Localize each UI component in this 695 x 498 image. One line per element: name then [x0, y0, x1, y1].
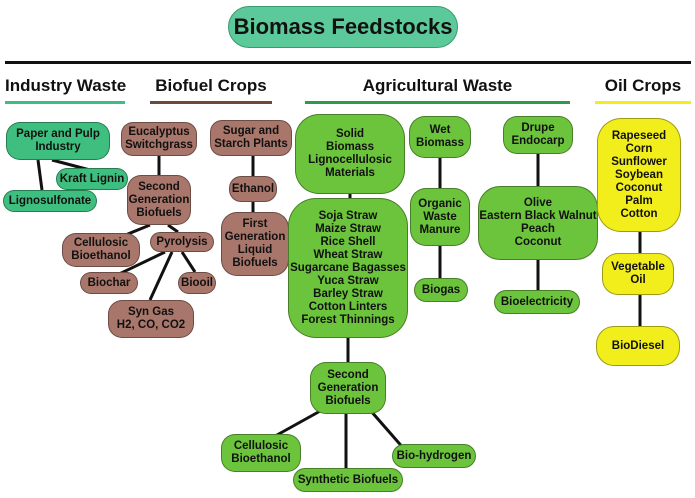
node-second-generation-biofuels-agr: Second Generation Biofuels: [310, 362, 386, 414]
node-straw-list: Soja Straw Maize Straw Rice Shell Wheat …: [288, 198, 408, 338]
node-olive-list: Olive Eastern Black Walnut Peach Coconut: [478, 186, 598, 260]
node-oil-crop-list: Rapeseed Corn Sunflower Soybean Coconut …: [597, 118, 681, 232]
node-pyrolysis: Pyrolysis: [150, 232, 214, 252]
header-divider: [5, 61, 691, 64]
node-biochar: Biochar: [80, 272, 138, 294]
node-cellulosic-bioethanol-agr: Cellulosic Bioethanol: [221, 434, 301, 472]
node-synthetic-biofuels: Synthetic Biofuels: [293, 468, 403, 492]
node-paper-pulp-industry: Paper and Pulp Industry: [6, 122, 110, 160]
node-bio-hydrogen: Bio-hydrogen: [392, 444, 476, 468]
connector-line: [36, 159, 44, 191]
node-eucalyptus-switchgrass: Eucalyptus Switchgrass: [121, 122, 197, 156]
category-agricultural-underline: [305, 101, 570, 104]
node-solid-biomass: Solid Biomass Lignocellulosic Materials: [295, 114, 405, 194]
diagram-title: Biomass Feedstocks: [228, 6, 458, 48]
node-vegetable-oil: Vegetable Oil: [602, 253, 674, 295]
category-agricultural-waste: Agricultural Waste: [362, 76, 513, 95]
category-industry-underline: [5, 101, 125, 104]
node-biogas: Biogas: [414, 278, 468, 302]
node-cellulosic-bioethanol: Cellulosic Bioethanol: [62, 233, 140, 267]
node-biodiesel: BioDiesel: [596, 326, 680, 366]
connector-line: [148, 251, 174, 301]
connector-line: [180, 251, 197, 273]
category-biofuel-underline: [150, 101, 272, 104]
category-oil-crops: Oil Crops: [604, 76, 682, 95]
category-industry-waste: Industry Waste: [5, 76, 127, 95]
node-kraft-lignin: Kraft Lignin: [56, 168, 128, 190]
node-ethanol: Ethanol: [229, 176, 277, 202]
connector-line: [167, 223, 179, 234]
connector-line: [368, 409, 407, 451]
node-second-generation-biofuels: Second Generation Biofuels: [127, 175, 191, 225]
node-sugar-starch-plants: Sugar and Starch Plants: [210, 120, 292, 156]
node-lignosulfonate: Lignosulfonate: [3, 190, 97, 212]
node-organic-waste-manure: Organic Waste Manure: [410, 188, 470, 246]
node-drupe-endocarp: Drupe Endocarp: [503, 116, 573, 154]
node-first-generation-liquid-biofuels: First Generation Liquid Biofuels: [221, 212, 289, 276]
node-syn-gas: Syn Gas H2, CO, CO2: [108, 300, 194, 338]
node-wet-biomass: Wet Biomass: [409, 116, 471, 158]
node-biooil: Biooil: [178, 272, 216, 294]
category-oil-underline: [595, 101, 691, 104]
node-bioelectricity: Bioelectricity: [494, 290, 580, 314]
category-biofuel-crops: Biofuel Crops: [155, 76, 267, 95]
